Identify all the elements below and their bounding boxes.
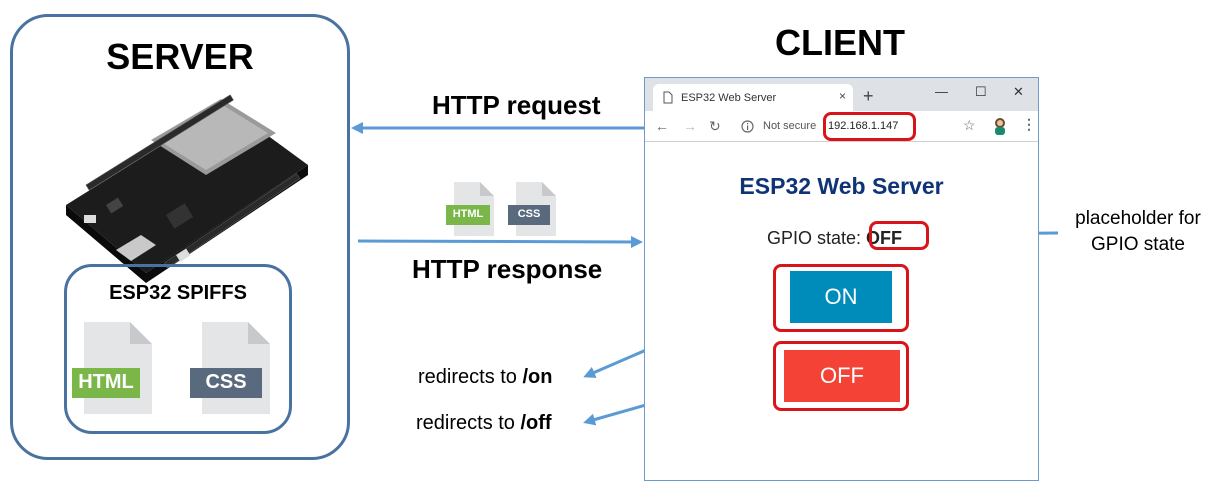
- server-title: SERVER: [106, 36, 254, 77]
- response-css-icon: [508, 182, 556, 236]
- css-file-icon: [190, 322, 270, 414]
- spiffs-title: ESP32 SPIFFS: [109, 282, 247, 304]
- placeholder-note: placeholder for GPIO state: [1060, 206, 1216, 258]
- html-file-badge: [72, 368, 140, 398]
- css-file-fold: [248, 322, 270, 344]
- avatar[interactable]: [991, 116, 1009, 136]
- forward-icon[interactable]: →: [683, 118, 697, 134]
- tab-strip: ESP32 Web Server × + — ☐ ✕: [645, 78, 1038, 111]
- esp32-board-illustration: [66, 94, 308, 283]
- response-html-icon: [446, 182, 494, 236]
- board-edge-left: [66, 205, 146, 283]
- board-chip-2: [106, 197, 124, 214]
- spiffs-frame: [64, 264, 292, 434]
- menu-icon[interactable]: ⋮: [1022, 116, 1036, 132]
- server-frame: [10, 14, 350, 460]
- response-html-label: HTML: [452, 208, 484, 220]
- browser-toolbar: ← → ↻ Not secure 192.168.1.147 ☆ ⋮: [645, 111, 1038, 142]
- gpio-state-label: GPIO state:: [767, 228, 867, 248]
- html-file-fold: [130, 322, 152, 344]
- pin-header-rear: [85, 94, 234, 191]
- on-button[interactable]: ON: [790, 271, 892, 323]
- browser-window: ESP32 Web Server × + — ☐ ✕ ← → ↻ Not sec…: [644, 77, 1039, 481]
- client-title: CLIENT: [775, 22, 905, 63]
- board-button-boot: [176, 248, 191, 262]
- gpio-state-row: GPIO state: OFF: [767, 228, 902, 249]
- off-button[interactable]: OFF: [784, 350, 900, 402]
- redirect-off-path: /off: [520, 412, 552, 434]
- url-highlight: [823, 112, 916, 141]
- browser-tab[interactable]: ESP32 Web Server ×: [653, 84, 853, 111]
- board-module-top: [158, 104, 268, 170]
- minimize-button[interactable]: —: [935, 84, 948, 99]
- maximize-button[interactable]: ☐: [975, 84, 987, 99]
- placeholder-note-line1: placeholder for: [1075, 208, 1201, 229]
- new-tab-button[interactable]: +: [863, 86, 874, 106]
- redirect-on-text: redirects to /on: [418, 366, 552, 389]
- star-icon[interactable]: ☆: [963, 117, 976, 133]
- redirect-on-path: /on: [522, 366, 553, 388]
- not-secure-label: Not secure: [763, 120, 817, 132]
- close-window-button[interactable]: ✕: [1013, 84, 1024, 99]
- html-file-label: HTML: [78, 371, 134, 393]
- board-button-en: [84, 215, 96, 223]
- page-icon: [663, 91, 673, 104]
- redirect-off-text: redirects to /off: [416, 412, 552, 435]
- response-css-label: CSS: [517, 208, 541, 220]
- reload-icon[interactable]: ↻: [709, 118, 721, 134]
- http-request-label: HTTP request: [432, 90, 601, 120]
- redirect-on-prefix: redirects to: [418, 366, 523, 388]
- off-button-highlight: [773, 341, 909, 411]
- page-heading: ESP32 Web Server: [739, 173, 944, 199]
- html-file-icon: [72, 322, 152, 414]
- back-icon[interactable]: ←: [655, 118, 669, 134]
- tab-close-icon[interactable]: ×: [839, 89, 847, 103]
- css-file-label: CSS: [205, 371, 247, 393]
- css-file-badge: [190, 368, 262, 398]
- address-bar[interactable]: 192.168.1.147: [828, 120, 899, 132]
- gpio-state-highlight: [869, 221, 929, 250]
- response-arrow: [357, 235, 643, 248]
- usb-connector: [116, 235, 156, 261]
- info-icon[interactable]: [741, 120, 754, 133]
- redirect-off-prefix: redirects to: [416, 412, 521, 434]
- http-response-label: HTTP response: [412, 254, 603, 284]
- placeholder-note-line2: GPIO state: [1091, 234, 1185, 255]
- on-button-highlight: [773, 264, 909, 332]
- tab-title: ESP32 Web Server: [681, 92, 777, 104]
- board-chip: [166, 203, 194, 229]
